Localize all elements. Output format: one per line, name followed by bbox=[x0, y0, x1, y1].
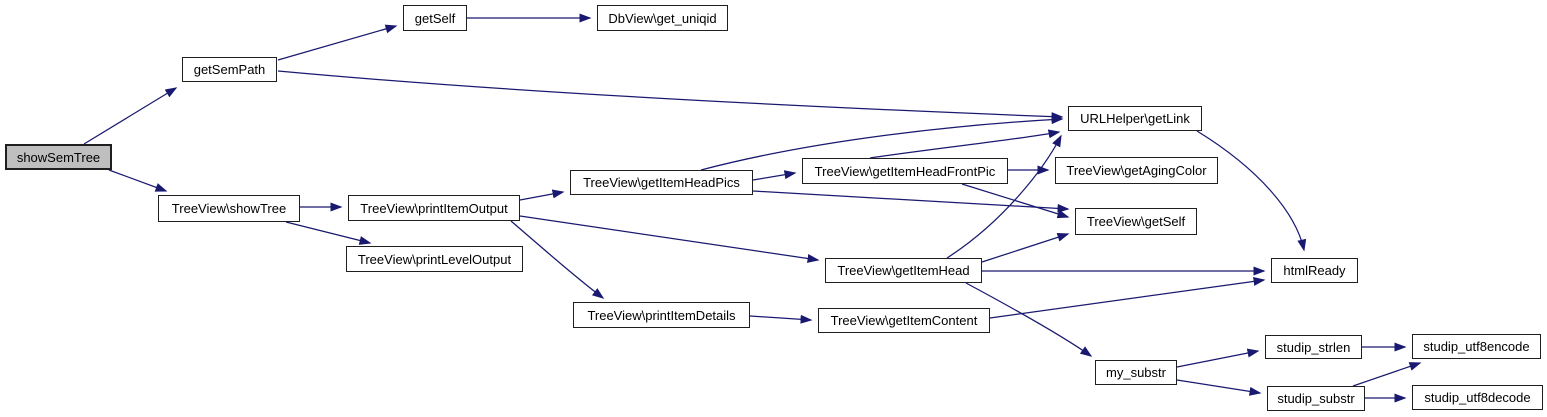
node-studip_utf8decode[interactable]: studip_utf8decode bbox=[1412, 385, 1543, 410]
node-TreeView-getItemHead[interactable]: TreeView\getItemHead bbox=[825, 258, 982, 283]
node-TreeView-getItemContent[interactable]: TreeView\getItemContent bbox=[818, 308, 990, 333]
node-showSemTree[interactable]: showSemTree bbox=[5, 144, 112, 170]
node-TreeView-getItemHeadPics[interactable]: TreeView\getItemHeadPics bbox=[570, 170, 753, 195]
node-TreeView-printLevelOutput[interactable]: TreeView\printLevelOutput bbox=[346, 246, 523, 272]
edge-TreeView-printItemOutput-to-TreeView-printItemDetails bbox=[510, 220, 605, 299]
edge-TreeView-getItemHead-to-my_substr bbox=[965, 282, 1093, 357]
node-TreeView-printItemDetails[interactable]: TreeView\printItemDetails bbox=[573, 302, 750, 328]
edge-TreeView-showTree-to-TreeView-printLevelOutput bbox=[285, 221, 372, 245]
edge-TreeView-getItemContent-to-htmlReady bbox=[989, 276, 1266, 319]
edge-my_substr-to-studip_strlen bbox=[1176, 348, 1260, 368]
node-htmlReady[interactable]: htmlReady bbox=[1271, 258, 1358, 283]
node-TreeView-getSelf[interactable]: TreeView\getSelf bbox=[1075, 208, 1197, 235]
node-getSemPath[interactable]: getSemPath bbox=[182, 57, 277, 82]
edge-TreeView-getItemHead-to-URLHelper-getLink bbox=[946, 134, 1062, 259]
edge-TreeView-printItemOutput-to-TreeView-getItemHeadPics bbox=[519, 189, 565, 201]
edge-studip_substr-to-studip_utf8encode bbox=[1352, 362, 1422, 387]
node-TreeView-getItemHeadFrontPic[interactable]: TreeView\getItemHeadFrontPic bbox=[802, 158, 1008, 184]
edge-getSemPath-to-getSelf bbox=[277, 24, 398, 61]
node-TreeView-getAgingColor[interactable]: TreeView\getAgingColor bbox=[1055, 157, 1218, 184]
node-URLHelper-getLink[interactable]: URLHelper\getLink bbox=[1068, 106, 1202, 131]
node-TreeView-printItemOutput[interactable]: TreeView\printItemOutput bbox=[348, 195, 520, 221]
edge-TreeView-getItemHeadPics-to-TreeView-getItemHeadFrontPic bbox=[752, 170, 797, 181]
node-studip_substr[interactable]: studip_substr bbox=[1267, 386, 1365, 411]
edge-getSemPath-to-URLHelper-getLink bbox=[277, 70, 1064, 122]
node-TreeView-showTree[interactable]: TreeView\showTree bbox=[158, 195, 300, 222]
edge-TreeView-getItemHeadFrontPic-to-URLHelper-getLink bbox=[869, 129, 1061, 159]
edge-TreeView-printItemDetails-to-TreeView-getItemContent bbox=[749, 314, 813, 324]
node-DbView-get_uniqid[interactable]: DbView\get_uniqid bbox=[597, 5, 728, 31]
edge-TreeView-getItemHeadPics-to-URLHelper-getLink bbox=[700, 115, 1064, 171]
edge-showSemTree-to-TreeView-showTree bbox=[108, 169, 168, 192]
edge-showSemTree-to-getSemPath bbox=[83, 87, 178, 145]
node-studip_strlen[interactable]: studip_strlen bbox=[1265, 335, 1362, 359]
edge-TreeView-printItemOutput-to-TreeView-getItemHead bbox=[519, 215, 820, 263]
edge-TreeView-getItemHeadPics-to-TreeView-getSelf bbox=[752, 190, 1070, 213]
node-studip_utf8encode[interactable]: studip_utf8encode bbox=[1412, 334, 1541, 359]
edge-TreeView-getItemHead-to-TreeView-getSelf bbox=[981, 232, 1070, 263]
node-getSelf[interactable]: getSelf bbox=[403, 5, 467, 31]
node-my_substr[interactable]: my_substr bbox=[1095, 360, 1177, 385]
edge-my_substr-to-studip_substr bbox=[1176, 379, 1262, 396]
edge-URLHelper-getLink-to-htmlReady bbox=[1196, 130, 1307, 252]
